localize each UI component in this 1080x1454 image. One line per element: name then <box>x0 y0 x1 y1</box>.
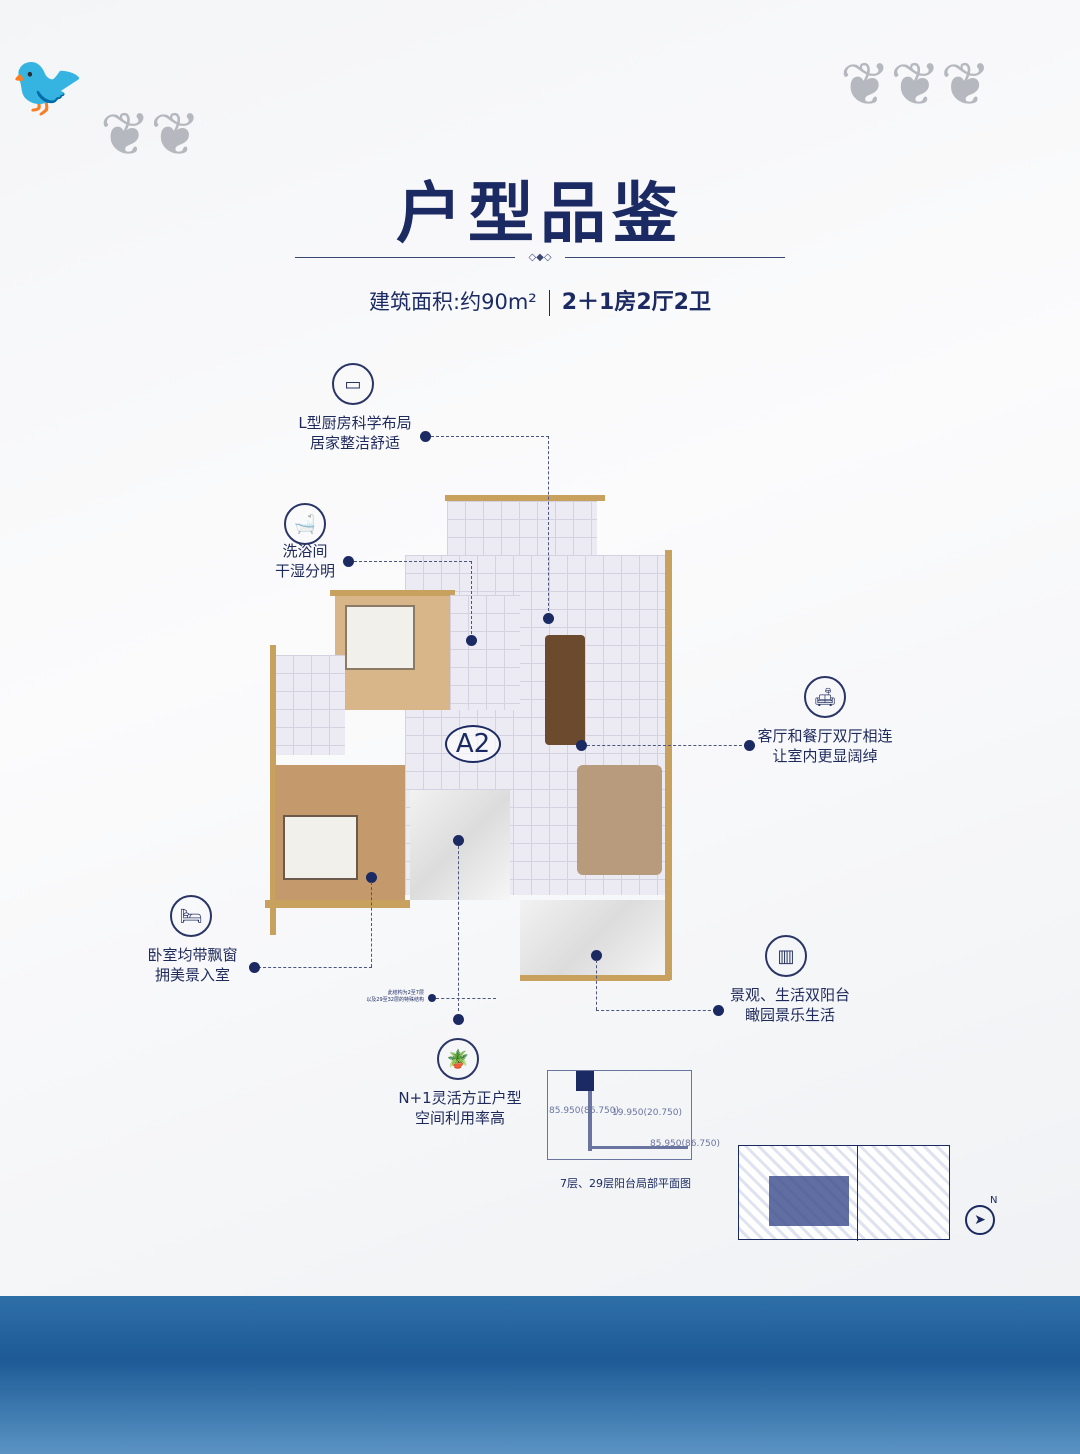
bathtub-icon: 🛁 <box>284 503 326 545</box>
feature-living: 客厅和餐厅双厅相连让室内更显阔绰 <box>750 726 900 766</box>
callout-line <box>596 1010 716 1011</box>
callout-dot <box>576 740 587 751</box>
feature-bathroom: 洗浴间干湿分明 <box>255 541 355 581</box>
divider-ornament: ◇◆◇ <box>528 252 552 263</box>
callout-dot <box>428 994 436 1002</box>
feature-line: 居家整洁舒适 <box>309 434 400 452</box>
wall <box>445 495 605 501</box>
bird-illustration: 🐦 <box>10 51 85 121</box>
feature-line: 瞰园景乐生活 <box>744 1006 835 1024</box>
structure-note: 此结构为2至7层以及29至32层的特殊结构 <box>340 990 424 1004</box>
balcony-floor <box>520 900 665 980</box>
callout-line <box>371 882 372 967</box>
note-line: 以及29至32层的特殊结构 <box>366 997 424 1003</box>
unit-label: A2 <box>445 725 501 763</box>
feature-flexible: N+1灵活方正户型空间利用率高 <box>385 1088 535 1128</box>
elevation-2: 19.950(20.750) <box>612 1108 683 1118</box>
feature-line: 空间利用率高 <box>414 1109 505 1127</box>
detail-caption: 7层、29层阳台局部平面图 <box>560 1177 691 1190</box>
balcony-detail-drawing <box>547 1070 692 1160</box>
sofa-icon: 🛋 <box>804 676 846 718</box>
feature-bedroom: 卧室均带飘窗拥美景入室 <box>135 945 250 985</box>
plant-icon: 🪴 <box>437 1038 479 1080</box>
callout-line <box>587 745 747 746</box>
wall <box>330 590 455 596</box>
divider-right <box>565 257 785 258</box>
page-title: 户型品鉴 <box>396 174 684 252</box>
callout-line <box>596 960 597 1010</box>
feature-line: 让室内更显阔绰 <box>772 747 878 765</box>
separator <box>548 290 550 316</box>
floor-plan: A2 <box>265 495 675 985</box>
compass-icon: ➤ <box>965 1205 995 1235</box>
callout-dot <box>466 635 477 646</box>
callout-dot <box>366 872 377 883</box>
callout-line <box>548 436 549 616</box>
callout-line <box>354 561 472 562</box>
feature-line: 洗浴间 <box>282 542 328 560</box>
callout-dot <box>343 556 354 567</box>
site-plan-map <box>738 1145 950 1241</box>
ocean-banner <box>0 1296 1080 1454</box>
callout-dot <box>713 1005 724 1016</box>
leaf-illustration-right: ❦❦❦ <box>840 50 991 120</box>
callout-dot <box>420 431 431 442</box>
sofa-furniture <box>577 765 662 875</box>
divider-left <box>295 257 515 258</box>
wall <box>270 645 276 935</box>
subtitle: 建筑面积:约90m² 2＋1房2厅2卫 <box>0 284 1080 316</box>
leaf-illustration-left: ❦❦ <box>100 100 201 170</box>
bed-furniture <box>345 605 415 670</box>
compass-north: N <box>990 1195 998 1206</box>
callout-dot <box>249 962 260 973</box>
column <box>576 1071 594 1091</box>
feature-line: 景观、生活双阳台 <box>729 986 850 1004</box>
callout-dot <box>543 613 554 624</box>
feature-balcony: 景观、生活双阳台瞰园景乐生活 <box>720 985 860 1025</box>
highlighted-buildings <box>769 1176 849 1226</box>
feature-line: L型厨房科学布局 <box>298 414 412 432</box>
map-divider <box>857 1146 858 1241</box>
feature-kitchen: L型厨房科学布局居家整洁舒适 <box>280 413 430 453</box>
wall <box>665 550 672 980</box>
dining-table <box>545 635 585 745</box>
feature-line: 客厅和餐厅双厅相连 <box>757 727 893 745</box>
wall <box>265 900 410 908</box>
kitchen-icon: ▭ <box>332 363 374 405</box>
bathroom-floor <box>275 655 345 755</box>
feature-line: N+1灵活方正户型 <box>398 1089 522 1107</box>
wall <box>520 975 670 981</box>
bed-furniture <box>283 815 358 880</box>
elevation-3: 85.950(86.750) <box>650 1139 721 1149</box>
callout-line <box>458 846 459 1011</box>
callout-dot <box>744 740 755 751</box>
note-line: 此结构为2至7层 <box>387 990 424 996</box>
callout-line <box>258 967 372 968</box>
callout-dot <box>591 950 602 961</box>
feature-line: 拥美景入室 <box>154 966 230 984</box>
callout-line <box>436 998 496 999</box>
callout-line <box>471 561 472 639</box>
elevation-1: 85.950(86.750) <box>549 1106 620 1116</box>
wall <box>588 1091 592 1151</box>
bathroom-floor <box>450 595 520 710</box>
callout-dot <box>453 835 464 846</box>
layout-text: 2＋1房2厅2卫 <box>561 290 711 315</box>
balcony-icon: ▥ <box>765 935 807 977</box>
feature-line: 干湿分明 <box>274 562 335 580</box>
callout-dot <box>453 1014 464 1025</box>
feature-line: 卧室均带飘窗 <box>147 946 238 964</box>
wall <box>588 1146 688 1149</box>
callout-line <box>431 436 549 437</box>
bed-icon: 🛏 <box>170 895 212 937</box>
area-text: 建筑面积:约90m² <box>369 290 537 314</box>
